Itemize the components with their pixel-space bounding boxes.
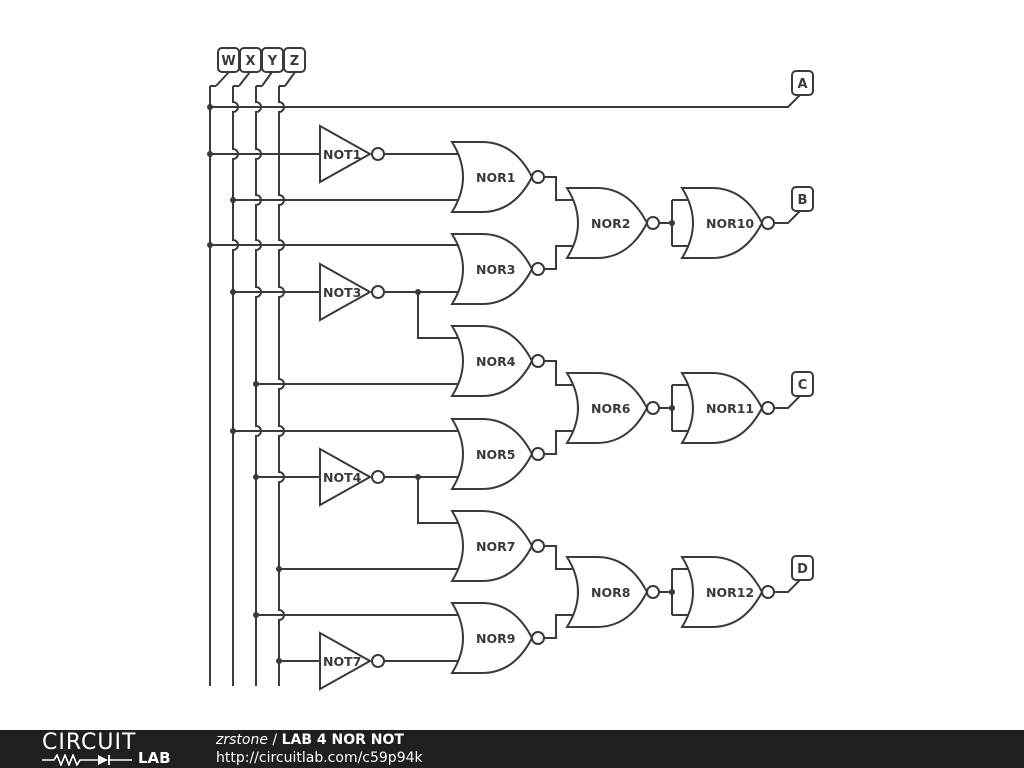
output-label-box-d [791,555,814,581]
resistor-diode-icon [42,754,132,766]
bus-x-wire [232,86,239,686]
not4-label: NOT4 [323,470,362,485]
output-label-c: C [798,378,808,393]
nor1-label: NOR1 [476,170,515,185]
nor11-label: NOR11 [706,401,754,416]
circuit-schematic: W X Y Z A B C D NOT1 NOT3 NOT4 NOT7 NOR1… [207,47,814,691]
wire-nor12-to-d [774,579,801,593]
input-label-z: Z [290,54,299,69]
wire-nor1-to-nor2 [544,176,573,201]
output-label-box-c [791,371,814,397]
junction-dots [207,104,675,664]
input-label-y: Y [267,54,278,69]
nor4-label: NOR4 [476,354,516,369]
input-label-x: X [245,54,255,69]
input-label-w: W [221,54,235,69]
wire-nor4-to-nor6 [544,360,573,386]
input-y-stub [261,71,273,87]
input-x-stub [238,71,251,87]
circuitlab-logo[interactable]: CIRCUIT LAB [42,732,182,766]
output-label-box-b [791,186,814,212]
bus-z-wire [278,86,285,686]
author-name[interactable]: zrstone [216,732,268,748]
wire-not4-to-nor7 [417,477,458,524]
not3-label: NOT3 [323,285,361,300]
wire-not3-to-nor4 [417,292,458,339]
output-label-d: D [797,562,808,577]
project-title[interactable]: LAB 4 NOR NOT [281,732,404,748]
nor3-label: NOR3 [476,262,515,277]
logo-wordmark-bottom: LAB [138,749,171,767]
title-separator: / [267,732,282,748]
not7-label: NOT7 [323,654,361,669]
bus-y-wire [255,86,262,686]
nor8-label: NOR8 [591,585,630,600]
wire-nor5-to-nor6 [544,430,573,455]
nor6-label: NOR6 [591,401,631,416]
input-w-stub [215,71,230,87]
not1-label: NOT1 [323,147,361,162]
wire-nor7-to-nor8 [544,545,573,570]
output-label-box-a [791,70,814,96]
input-label-box-z [283,47,306,73]
project-url[interactable]: http://circuitlab.com/c59p94k [216,750,423,766]
output-label-a: A [797,77,807,92]
nor12-label: NOR12 [706,585,754,600]
footer-bar: CIRCUIT LAB zrstone / LAB 4 NOR NOT http… [0,730,1024,768]
input-z-stub [284,71,296,87]
wire-nor10-to-b [774,210,801,224]
output-label-b: B [798,193,808,208]
wire-nor3-to-nor2 [544,245,573,270]
project-title-line: zrstone / LAB 4 NOR NOT [216,731,404,749]
nor7-label: NOR7 [476,539,515,554]
wire-nor9-to-nor8 [544,614,573,639]
nor2-label: NOR2 [591,216,630,231]
nor5-label: NOR5 [476,447,515,462]
wire-nor11-to-c [774,395,801,409]
nor9-label: NOR9 [476,631,515,646]
logo-wordmark-top: CIRCUIT [42,730,137,755]
wire-w-to-a [210,94,801,108]
nor10-label: NOR10 [706,216,754,231]
